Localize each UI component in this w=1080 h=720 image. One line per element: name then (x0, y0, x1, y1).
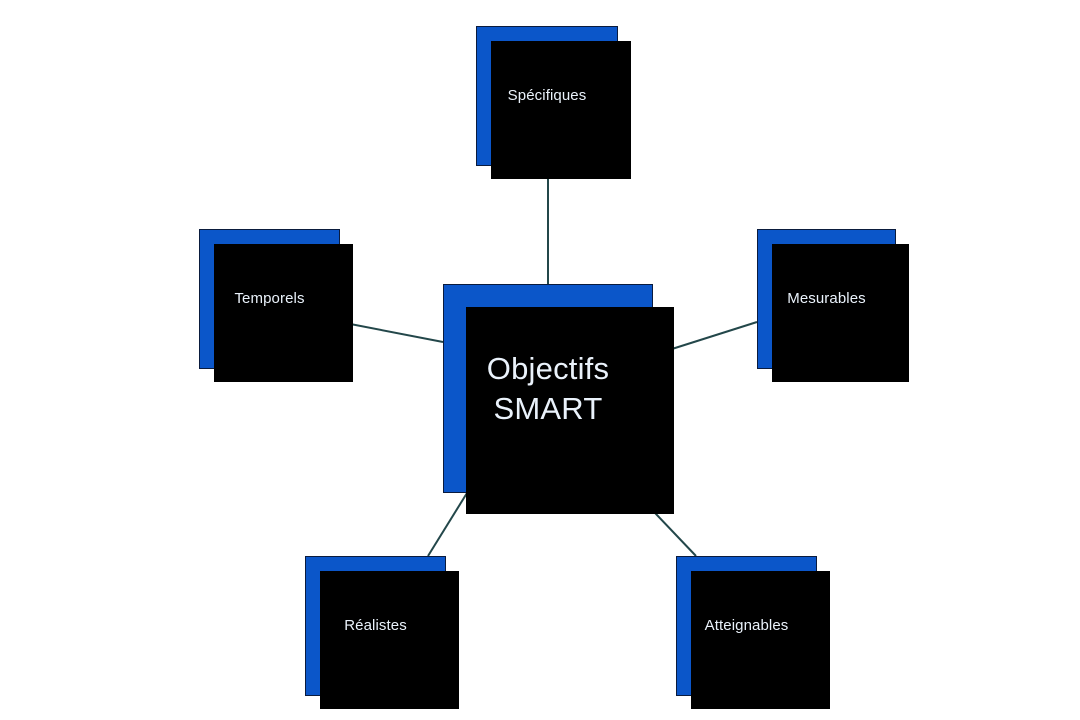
node-temporels[interactable]: Temporels (199, 229, 353, 382)
node-objectifs-smart[interactable]: Objectifs SMART (443, 284, 674, 514)
node-atteignables-label: Atteignables (704, 617, 789, 635)
edge-center-realistes (427, 492, 468, 557)
edge-center-temporels (339, 321, 444, 343)
node-mesurables[interactable]: Mesurables (757, 229, 909, 382)
node-atteignables[interactable]: Atteignables (676, 556, 830, 709)
node-specifiques[interactable]: Spécifiques (476, 26, 631, 179)
node-realistes-label: Réalistes (344, 617, 407, 635)
node-objectifs-smart-label: Objectifs SMART (486, 350, 610, 426)
node-specifiques-label: Spécifiques (507, 87, 587, 105)
node-mesurables-label: Mesurables (787, 290, 866, 308)
node-realistes[interactable]: Réalistes (305, 556, 459, 709)
node-temporels-label: Temporels (234, 290, 305, 308)
